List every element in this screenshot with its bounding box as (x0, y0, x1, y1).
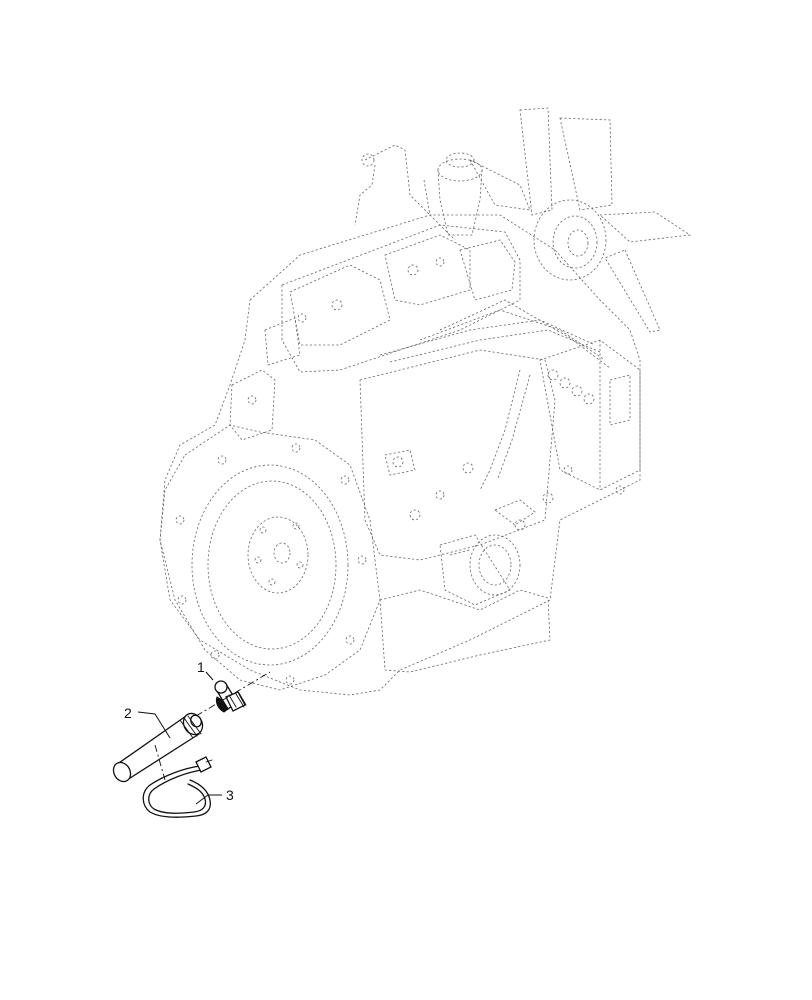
callout-2-leader (137, 711, 171, 739)
part-1-adapter (214, 680, 247, 713)
valve-cover (281, 224, 521, 373)
assembly-centerline-1 (195, 671, 271, 717)
callout-1-leader (205, 671, 214, 681)
part-2-heater-tube (112, 712, 204, 783)
assembly-centerline-2 (154, 744, 166, 781)
side-cover (359, 349, 556, 561)
callout-3-leader (195, 794, 222, 805)
injection-pump (539, 339, 641, 495)
oil-filler-cap (423, 152, 483, 241)
engine-mount-bracket (229, 317, 301, 441)
top-pipe (354, 144, 431, 226)
part-3-cord-loop (142, 756, 213, 818)
injection-lines (379, 299, 611, 491)
engine-assembly (159, 107, 692, 696)
flywheel-housing (159, 424, 381, 691)
oil-pan (379, 589, 551, 673)
engine-block-outline (159, 214, 641, 696)
callout-1-label: 1 (197, 659, 205, 675)
callout-3-label: 3 (226, 787, 234, 803)
callout-2-label: 2 (124, 705, 132, 721)
cooling-fan (469, 107, 692, 333)
oil-filter (439, 534, 521, 606)
